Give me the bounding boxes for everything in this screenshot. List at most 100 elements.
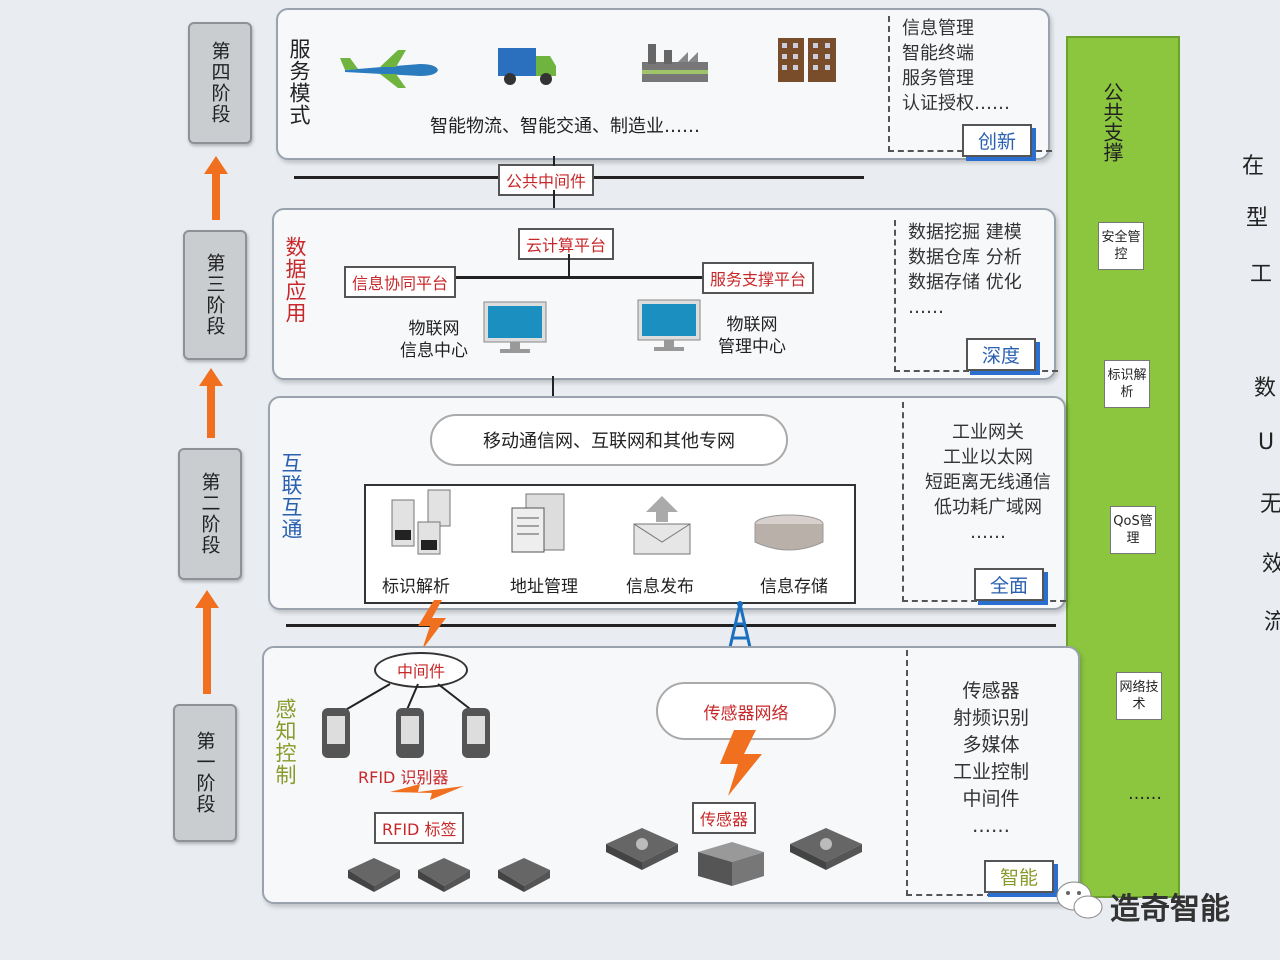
edge-text: 无 — [1260, 492, 1280, 517]
support-item-id-resolution: 标识解析 — [1104, 360, 1150, 408]
data-side-line: …… — [908, 297, 944, 318]
stage-2-label: 第二阶段 — [198, 472, 221, 556]
arrow-up-icon — [195, 590, 219, 694]
sensing-side-panel: 传感器 射频识别 多媒体 工业控制 中间件 …… — [906, 650, 1074, 896]
edge-text: U — [1258, 430, 1275, 455]
edge-text: 数 — [1254, 376, 1277, 401]
service-side-line: 服务管理 — [902, 68, 974, 89]
net-item-info-publish: 信息发布 — [626, 577, 694, 597]
stage-2-box: 第二阶段 — [178, 448, 242, 580]
stage-4-label: 第四阶段 — [208, 41, 231, 125]
sensing-side-line: 中间件 — [962, 788, 1020, 810]
tag-intelligent: 智能 — [984, 860, 1055, 893]
network-side-line: 短距离无线通信 — [925, 472, 1051, 493]
info-platform-box: 信息协同平台 — [344, 266, 457, 298]
iot-mgmt-center-label: 物联网 管理中心 — [718, 314, 786, 358]
network-side-line: 工业以太网 — [943, 447, 1033, 468]
antenna-tower-icon — [726, 601, 754, 657]
net-item-address-mgmt: 地址管理 — [510, 577, 578, 597]
edge-text: 效 — [1262, 552, 1280, 577]
support-item-network: 网络技术 — [1116, 672, 1162, 720]
support-bar — [1066, 36, 1180, 898]
rfid-reader-label: RFID 识别器 — [358, 768, 449, 787]
layer-network-title: 互联互通 — [279, 452, 303, 540]
net-item-id-resolution: 标识解析 — [382, 577, 450, 597]
iot-mgmt-center-line: 管理中心 — [718, 337, 786, 357]
middleware-links — [341, 683, 475, 713]
sensing-side-line: 射频识别 — [952, 707, 1029, 729]
network-side-panel: 工业网关 工业以太网 短距离无线通信 低功耗广域网 …… — [902, 402, 1066, 602]
sensor-node-icon — [790, 828, 862, 870]
stage-1-label: 第一阶段 — [193, 731, 216, 815]
layer-data-title: 数据应用 — [283, 236, 307, 324]
public-middleware-box: 公共中间件 — [498, 164, 595, 196]
edge-text: 工 — [1250, 262, 1273, 287]
rfid-tag-icon — [498, 858, 550, 892]
monitor-icon — [483, 301, 547, 353]
wechat-logo-icon — [1056, 881, 1103, 919]
rfid-reader-icon — [462, 708, 490, 758]
middleware-ellipse: 中间件 — [374, 652, 468, 688]
tag-innovation: 创新 — [962, 124, 1033, 157]
airplane-icon — [340, 50, 438, 88]
lightning-icon — [720, 730, 762, 796]
support-title: 公共支撑 — [1100, 82, 1124, 162]
lightning-icon — [390, 784, 464, 800]
network-side-line: 低功耗广域网 — [934, 497, 1042, 518]
layer-service-title: 服务模式 — [287, 38, 311, 126]
lightning-icon — [418, 600, 446, 650]
sensing-side-line: 工业控制 — [952, 761, 1029, 783]
tag-comprehensive: 全面 — [974, 568, 1045, 601]
iot-info-center-line: 物联网 — [408, 319, 460, 339]
data-side-line: 数据存储 优化 — [908, 272, 1022, 293]
net-item-info-storage: 信息存储 — [760, 577, 828, 597]
factory-icon — [642, 44, 708, 82]
sensor-network-cloud: 传感器网络 — [656, 682, 836, 740]
rfid-reader-icon — [396, 708, 424, 758]
storage-disk-icon — [754, 514, 824, 551]
rfid-tag-icon — [348, 858, 400, 892]
truck-icon — [498, 48, 556, 85]
rfid-tag-icon — [418, 858, 470, 892]
network-side-line: 工业网关 — [952, 422, 1024, 443]
rfid-reader-icon — [322, 708, 350, 758]
connector — [553, 156, 555, 166]
access-bus — [286, 624, 1056, 627]
arrow-up-icon — [199, 368, 223, 438]
service-caption: 智能物流、智能交通、制造业…… — [430, 116, 700, 137]
sensor-node-icon — [606, 828, 678, 870]
cloud-platform-box: 云计算平台 — [518, 228, 615, 260]
stage-3-label: 第三阶段 — [203, 253, 226, 337]
sensor-box: 传感器 — [692, 802, 757, 834]
sensing-side-line: 传感器 — [962, 680, 1020, 702]
connector — [552, 376, 554, 398]
sensing-side-line: …… — [972, 815, 1010, 837]
platform-bus — [456, 276, 706, 279]
layer-sensing-title: 感知控制 — [273, 698, 297, 786]
data-side-line: 数据仓库 分析 — [908, 247, 1022, 268]
service-side-line: 认证授权…… — [902, 93, 1010, 114]
server-icon — [391, 489, 451, 555]
sensor-gateway-icon — [698, 842, 764, 886]
support-more: …… — [1128, 784, 1162, 804]
data-side-panel: 数据挖掘 建模 数据仓库 分析 数据存储 优化 …… — [894, 220, 1058, 372]
layer-service — [276, 8, 1050, 160]
service-side-line: 智能终端 — [902, 43, 974, 64]
connector — [568, 254, 570, 276]
stage-3-box: 第三阶段 — [183, 230, 247, 360]
network-cloud: 移动通信网、互联网和其他专网 — [430, 414, 788, 466]
stage-1-box: 第一阶段 — [173, 704, 237, 842]
sensing-side-line: 多媒体 — [962, 734, 1020, 756]
data-side-line: 数据挖掘 建模 — [908, 222, 1022, 243]
watermark-text: 造奇智能 — [1110, 892, 1230, 927]
support-item-qos: QoS管理 — [1110, 506, 1156, 554]
arrow-up-icon — [204, 156, 228, 220]
mail-publish-icon — [633, 496, 691, 555]
service-side-line: 信息管理 — [902, 18, 974, 39]
iot-info-center-label: 物联网 信息中心 — [400, 318, 468, 362]
network-side-line: …… — [970, 522, 1006, 543]
tag-depth: 深度 — [966, 338, 1037, 371]
address-mgmt-icon — [511, 493, 565, 553]
building-icon — [778, 38, 836, 82]
iot-mgmt-center-line: 物联网 — [726, 315, 778, 335]
